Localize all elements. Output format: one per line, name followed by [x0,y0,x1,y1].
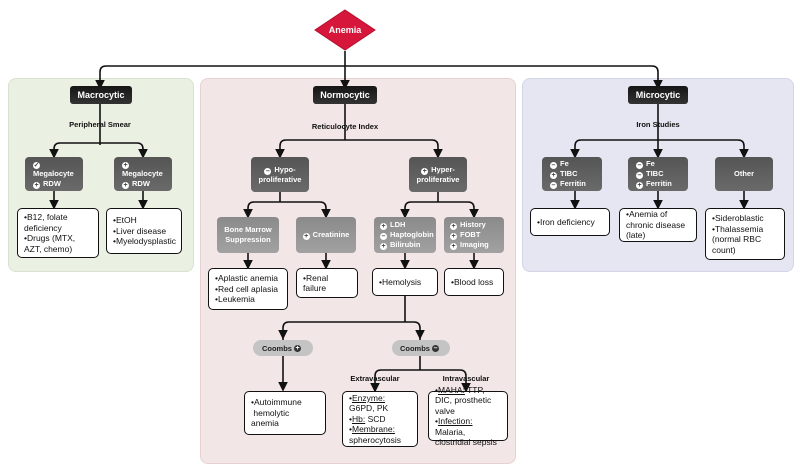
bone-marrow-node: Bone Marrow Suppression [217,217,279,253]
megalocyte-node-right: +Megalocyte +RDW [114,157,172,191]
check-circle-icon: ✓ [33,162,40,169]
megalocyte-node-left: ✓Megalocyte +RDW [25,157,83,191]
microcytic-header: Microcytic [628,86,688,104]
plus-circle-icon: + [450,233,457,240]
hyperproliferative-node: +Hyper- proliferative [409,157,467,192]
plus-circle-icon: + [380,223,387,230]
plus-circle-icon: + [450,223,457,230]
peripheral-smear-label: Peripheral Smear [69,120,131,129]
plus-circle-icon: + [421,167,429,175]
hypoproliferative-node: –Hypo- proliferative [251,157,309,192]
minus-circle-icon: – [432,344,440,352]
hemolysis-labs-node: +LDH –Haptoglobin +Bilirubin [374,217,436,253]
normocytic-header: Normocytic [313,86,377,104]
etoh-result-box: •EtOH •Liver disease •Myelodysplastic [106,208,182,254]
plus-circle-icon: + [33,182,40,189]
anemia-label: Anemia [328,25,362,35]
coombs-negative-pill: Coombs – [392,340,450,356]
chronic-disease-box: •Anemia of chronic disease (late) [619,208,697,242]
other-node: Other [715,157,773,191]
aplastic-result-box: •Aplastic anemia •Red cell aplasia •Leuk… [208,268,288,310]
reticulocyte-index-label: Reticulocyte Index [311,122,379,131]
b12-result-box: •B12, folate deficiency •Drugs (MTX, AZT… [17,208,99,258]
plus-circle-icon: + [550,172,557,179]
minus-circle-icon: – [550,162,557,169]
plus-circle-icon: + [380,243,387,250]
intravascular-result-box: •MAHA: TTP, DIC, prosthetic valve •Infec… [428,385,508,447]
blood-loss-box: •Blood loss [444,268,504,296]
extravascular-result-box: •Enzyme: G6PD, PK •Hb: SCD •Membrane: sp… [342,391,418,447]
iron-deficiency-box: •Iron deficiency [530,208,610,236]
creatinine-node: +Creatinine [296,217,356,253]
intravascular-label: Intravascular [442,374,490,383]
minus-circle-icon: – [264,167,272,175]
chronic-disease-labs-node: –Fe –TIBC +Ferritin [628,157,688,191]
iron-deficiency-labs-node: –Fe +TIBC –Ferritin [542,157,602,191]
coombs-positive-pill: Coombs + [253,340,313,356]
plus-circle-icon: + [450,243,457,250]
minus-circle-icon: – [380,233,387,240]
history-labs-node: +History +FOBT +Imaging [444,217,504,253]
renal-failure-box: •Renal failure [296,268,358,298]
hemolysis-box: •Hemolysis [372,268,438,296]
other-result-box: •Sideroblastic •Thalassemia (normal RBC … [705,208,785,260]
iron-studies-label: Iron Studies [636,120,680,129]
plus-circle-icon: + [122,182,129,189]
minus-circle-icon: – [550,182,557,189]
autoimmune-result-box: •Autoimmune hemolytic anemia [244,391,326,435]
extravascular-label: Extravascular [350,374,400,383]
plus-circle-icon: + [294,344,302,352]
anemia-diamond [314,9,376,51]
plus-circle-icon: + [122,162,129,169]
macrocytic-header: Macrocytic [70,86,132,104]
plus-circle-icon: + [636,182,643,189]
minus-circle-icon: – [636,162,643,169]
plus-circle-icon: + [302,233,310,240]
minus-circle-icon: – [636,172,643,179]
